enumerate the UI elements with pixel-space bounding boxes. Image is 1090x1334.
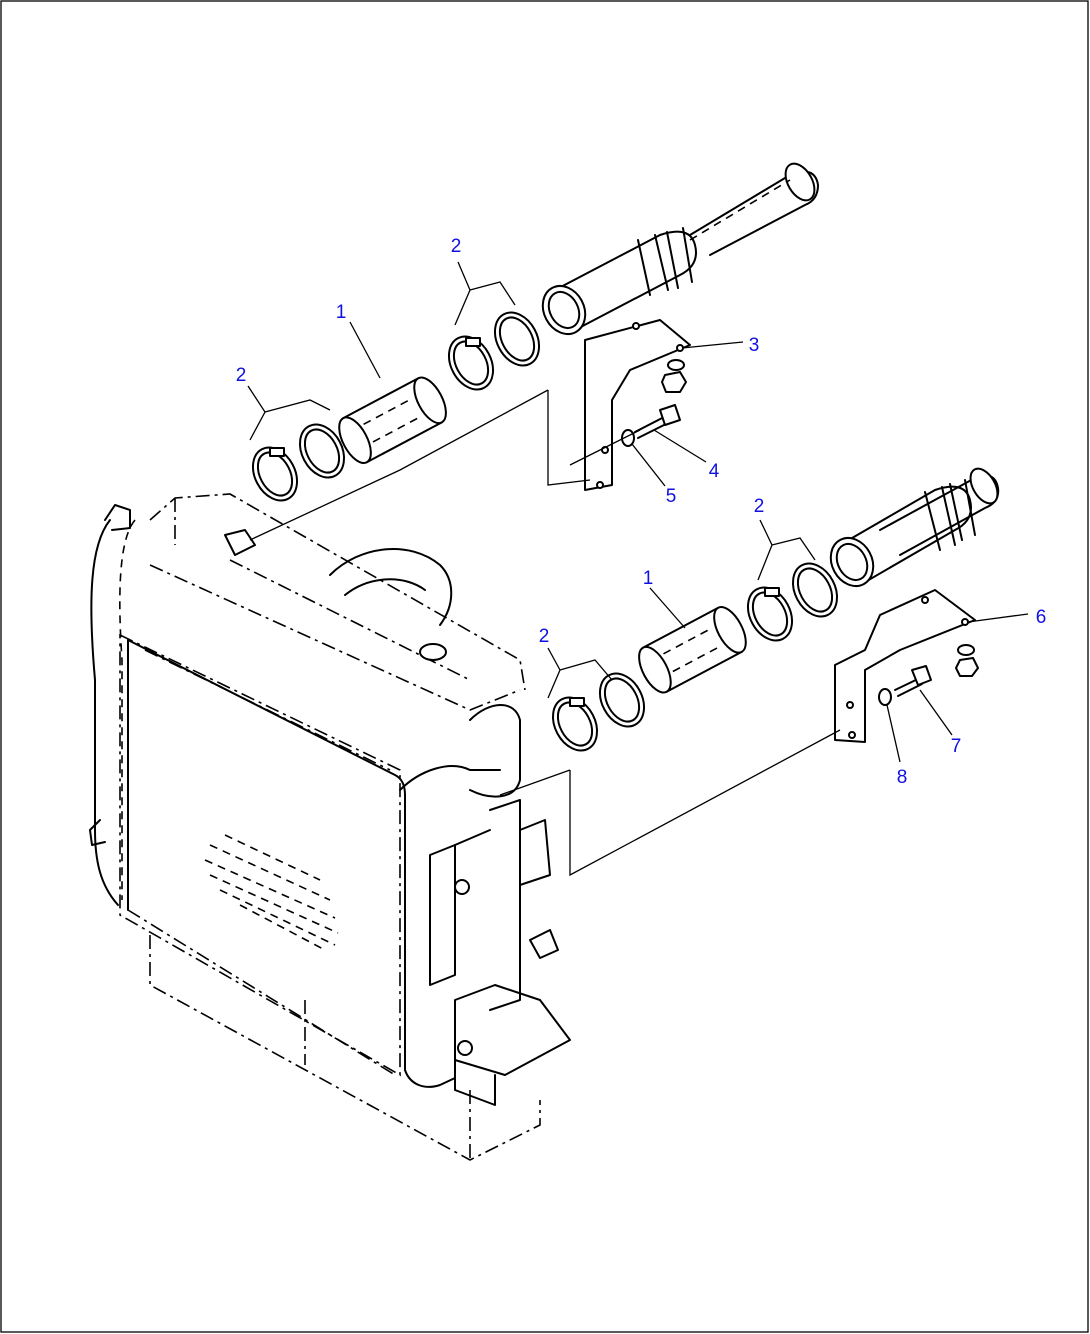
callout-2-upper-middle: 2: [451, 236, 462, 257]
callout-1-upper: 1: [336, 302, 347, 323]
callout-4: 4: [709, 461, 720, 482]
callout-leaders: [247, 261, 1029, 763]
callout-2-upper-left: 2: [236, 365, 247, 386]
lower-pipe-group: [499, 467, 1000, 877]
upper-pipe-group: [249, 162, 819, 541]
callout-2-lower-right: 2: [754, 496, 765, 517]
callout-labels: 1 2 2 3 4 5 2 1 2 6 7 8: [236, 236, 1047, 788]
callout-8: 8: [897, 767, 908, 788]
callout-5: 5: [666, 486, 677, 507]
radiator-assembly: [89, 493, 571, 1161]
callout-7: 7: [951, 736, 962, 757]
callout-1-lower: 1: [643, 568, 654, 589]
callout-2-lower-left: 2: [539, 626, 550, 647]
callout-3: 3: [749, 335, 760, 356]
callout-6: 6: [1036, 607, 1047, 628]
